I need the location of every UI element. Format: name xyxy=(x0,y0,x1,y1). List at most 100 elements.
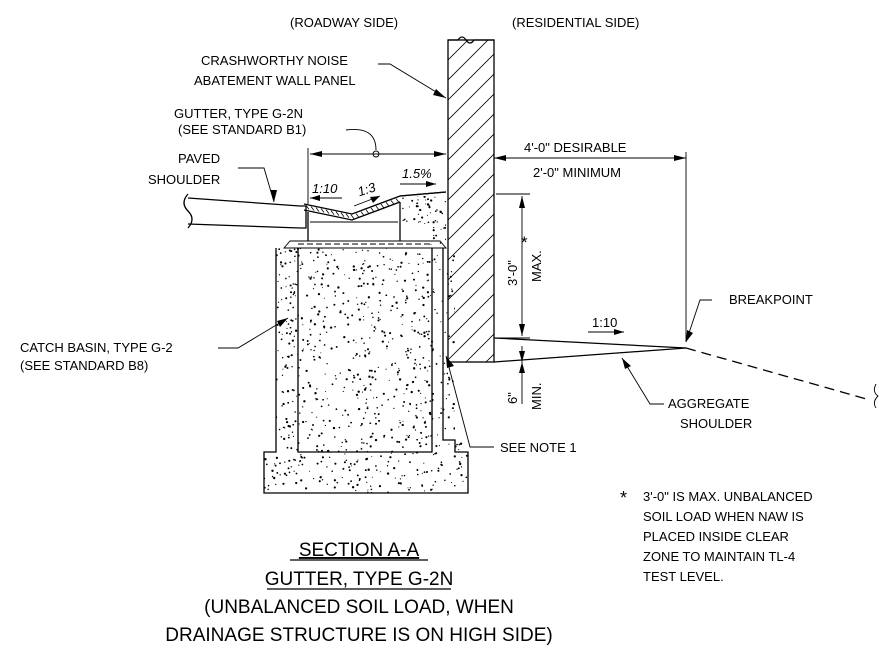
concrete-dot xyxy=(432,191,433,192)
concrete-dot xyxy=(356,474,359,477)
concrete-dot xyxy=(418,346,421,348)
concrete-dot xyxy=(361,263,364,265)
concrete-dot xyxy=(299,359,302,361)
concrete-dot xyxy=(424,222,426,225)
concrete-dot xyxy=(460,474,463,477)
concrete-dot xyxy=(415,416,419,419)
hatch-line xyxy=(448,273,494,321)
concrete-dot xyxy=(298,464,300,466)
concrete-dot xyxy=(335,345,338,348)
concrete-dot xyxy=(413,366,415,369)
concrete-dot xyxy=(417,331,420,334)
concrete-dot xyxy=(452,340,455,344)
concrete-dot xyxy=(422,262,424,264)
concrete-dot xyxy=(289,326,292,329)
concrete-dot xyxy=(436,209,438,211)
concrete-dot xyxy=(362,417,365,420)
concrete-dot xyxy=(290,319,293,322)
concrete-dot xyxy=(365,387,367,389)
concrete-dot xyxy=(397,374,399,376)
concrete-dot xyxy=(402,197,404,200)
concrete-dot xyxy=(408,410,410,412)
concrete-dot xyxy=(387,491,389,493)
concrete-dot xyxy=(315,399,317,401)
slope-1-10-b-label: 1:10 xyxy=(592,315,617,330)
concrete-dot xyxy=(340,445,342,448)
concrete-dot xyxy=(297,314,300,317)
footnote-line-5: TEST LEVEL. xyxy=(643,569,724,584)
concrete-dot xyxy=(264,486,266,489)
concrete-dot xyxy=(345,378,348,381)
concrete-dot xyxy=(430,190,431,191)
concrete-dot xyxy=(450,294,452,297)
concrete-dot xyxy=(441,189,443,191)
concrete-dot xyxy=(352,339,355,342)
concrete-dot xyxy=(455,304,458,307)
concrete-dot xyxy=(282,402,285,406)
concrete-dot xyxy=(302,406,304,408)
concrete-dot xyxy=(287,424,290,428)
concrete-dot xyxy=(293,470,295,472)
concrete-dot xyxy=(287,323,290,325)
concrete-dot xyxy=(426,280,428,282)
concrete-dot xyxy=(407,349,410,352)
concrete-dot xyxy=(408,206,410,208)
concrete-dot xyxy=(281,265,284,268)
concrete-dot xyxy=(422,417,424,419)
concrete-dot xyxy=(462,480,464,482)
concrete-dot xyxy=(274,463,276,465)
concrete-dot xyxy=(376,469,378,471)
concrete-dot xyxy=(367,266,370,269)
concrete-dot xyxy=(367,491,369,493)
concrete-dot xyxy=(281,356,284,359)
concrete-dot xyxy=(453,255,456,258)
concrete-dot xyxy=(396,307,399,310)
concrete-dot xyxy=(387,341,390,343)
concrete-dot xyxy=(273,317,275,320)
paved-label-2: SHOULDER xyxy=(148,172,220,187)
concrete-dot xyxy=(412,426,415,429)
concrete-dot xyxy=(388,268,391,270)
concrete-dot xyxy=(404,453,407,456)
concrete-dot xyxy=(281,299,283,301)
concrete-dot xyxy=(416,469,419,471)
concrete-dot xyxy=(373,370,377,373)
aggregate-label-1: AGGREGATE xyxy=(668,396,750,411)
gutter-hatch xyxy=(385,202,390,207)
concrete-dot xyxy=(268,326,270,329)
concrete-dot xyxy=(369,422,372,425)
concrete-dot xyxy=(347,323,350,326)
concrete-dot xyxy=(402,290,405,293)
concrete-dot xyxy=(432,349,434,352)
concrete-dot xyxy=(275,254,278,257)
concrete-dot xyxy=(373,330,376,332)
concrete-dot xyxy=(393,407,395,410)
concrete-dot xyxy=(423,335,426,338)
concrete-dot xyxy=(424,401,427,404)
concrete-dot xyxy=(287,401,290,404)
concrete-dot xyxy=(344,274,346,276)
concrete-dot xyxy=(422,296,425,300)
concrete-dot xyxy=(464,406,466,409)
concrete-dot xyxy=(319,333,322,336)
concrete-dot xyxy=(402,207,404,210)
concrete-dot xyxy=(365,457,369,461)
concrete-dot xyxy=(269,336,271,339)
concrete-dot xyxy=(326,363,328,365)
concrete-dot xyxy=(371,476,373,478)
concrete-dot xyxy=(410,390,413,394)
concrete-dot xyxy=(461,338,463,340)
concrete-dot xyxy=(309,333,312,336)
concrete-dot xyxy=(345,440,348,443)
concrete-dot xyxy=(397,482,400,485)
concrete-dot xyxy=(313,477,315,480)
minimum-label: 2'-0" MINIMUM xyxy=(533,165,621,180)
concrete-dot xyxy=(440,381,443,384)
concrete-dot xyxy=(427,295,430,298)
basin-concrete xyxy=(264,248,468,493)
footnote-line-4: ZONE TO MAINTAIN TL-4 xyxy=(643,549,795,564)
concrete-dot xyxy=(365,301,367,304)
concrete-dot xyxy=(405,229,407,231)
concrete-dot xyxy=(268,292,271,294)
concrete-dot xyxy=(415,451,419,454)
